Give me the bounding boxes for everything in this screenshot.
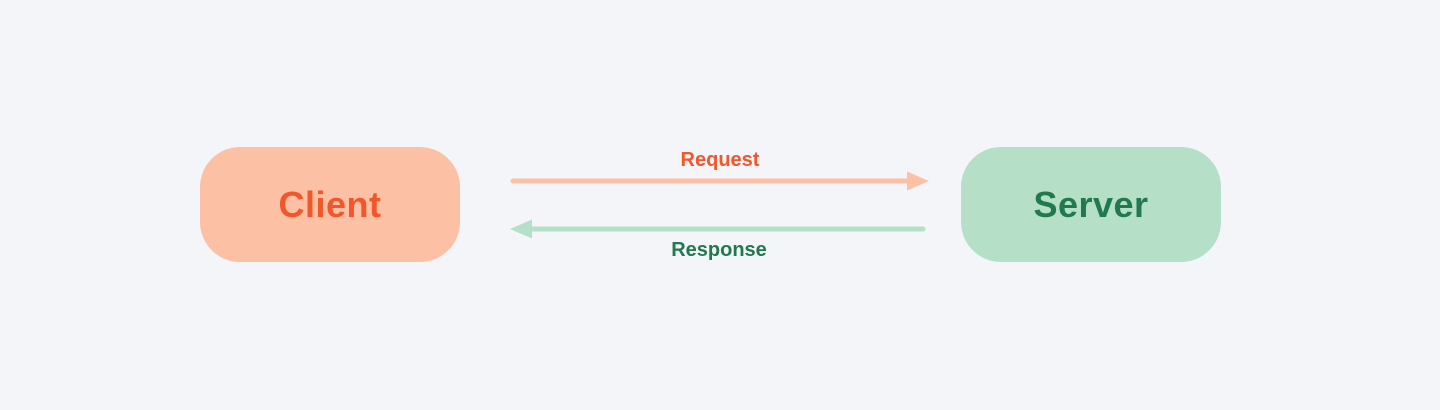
request-edge-label: Request [680,149,760,171]
response-edge-label: Response [671,239,767,261]
client-node-label: Client [278,183,382,225]
server-node-label: Server [1033,183,1149,225]
client-node: Client [200,147,460,262]
request-arrow-icon [510,171,929,191]
server-node: Server [961,147,1221,262]
response-arrow-icon [510,219,926,239]
request-arrowhead-icon [907,171,929,191]
response-arrowhead-icon [510,219,532,239]
